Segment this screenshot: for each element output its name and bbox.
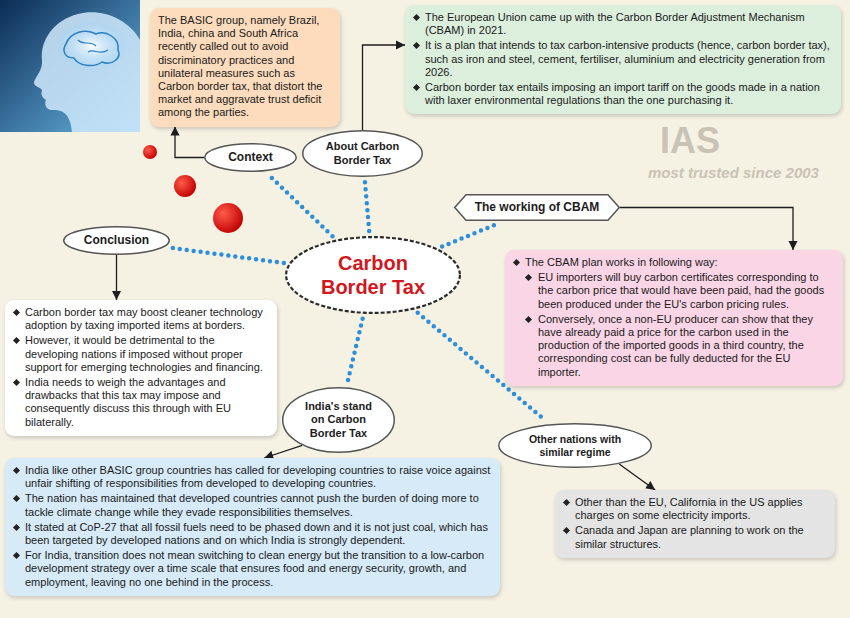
body-text: EU importers will buy carbon certificate… — [513, 271, 834, 311]
body-text: The CBAM plan works in following way: — [513, 256, 834, 269]
info-box: India like other BASIC group countries h… — [5, 458, 500, 596]
dotted-connector — [347, 319, 362, 383]
branch-label: Conclusion — [63, 226, 170, 255]
label-text: Carbon Border Tax — [313, 251, 433, 299]
info-box: Other than the EU, California in the US … — [555, 490, 835, 558]
info-box: Carbon border tax may boost cleaner tech… — [5, 300, 277, 436]
arrow-connector — [619, 464, 655, 490]
arrow-connector — [116, 255, 117, 300]
body-text: The BASIC group, namely Brazil, India, c… — [158, 14, 331, 120]
label-text: Context — [221, 150, 281, 164]
body-text: It stated at CoP-27 that all fossil fuel… — [13, 521, 491, 547]
body-text: Canada and Japan are planning to work on… — [563, 524, 826, 550]
body-text: Carbon border tax entails imposing an im… — [413, 81, 832, 107]
dotted-connector — [169, 248, 283, 263]
context-note: The BASIC group, namely Brazil, India, c… — [150, 8, 340, 127]
decor-dot — [174, 175, 196, 197]
info-box: The CBAM plan works in following way: EU … — [505, 250, 843, 386]
label-text: Other nations with similar regime — [523, 433, 627, 458]
decor-dot — [143, 145, 157, 159]
body-text: It is a plan that intends to tax carbon-… — [413, 39, 832, 79]
label-text: Conclusion — [82, 233, 152, 247]
dotted-connector — [365, 182, 369, 231]
info-box: The European Union came up with the Carb… — [405, 5, 841, 114]
branch-label: Context — [204, 143, 297, 172]
body-text: India like other BASIC group countries h… — [13, 464, 491, 490]
dotted-connector — [268, 175, 332, 236]
body-text: The nation has maintained that developed… — [13, 492, 491, 518]
label-text: India's stand on Carbon Border Tax — [302, 400, 376, 440]
body-text: Other than the EU, California in the US … — [563, 496, 826, 522]
body-text: However, it would be detrimental to the … — [13, 334, 268, 374]
watermark: IAS — [660, 120, 720, 162]
branch-label: Other nations with similar regime — [498, 423, 652, 468]
brain-illustration — [0, 0, 140, 132]
body-text: Carbon border tax may boost cleaner tech… — [13, 306, 268, 332]
central-topic: Carbon Border Tax — [285, 236, 461, 314]
branch-banner: The working of CBAM — [454, 194, 620, 221]
body-text: The European Union came up with the Carb… — [413, 11, 832, 37]
arrow-connector — [620, 208, 793, 251]
arrow-connector — [363, 45, 406, 130]
shape-outline — [285, 236, 461, 314]
decor-dot — [213, 203, 243, 233]
body-text: India needs to weigh the advantages and … — [13, 376, 268, 429]
watermark: most trusted since 2003 — [648, 164, 819, 181]
label-text: The working of CBAM — [471, 200, 603, 214]
dotted-connector — [442, 223, 499, 247]
branch-label: India's stand on Carbon Border Tax — [282, 387, 395, 453]
body-text: For India, transition does not mean swit… — [13, 549, 491, 589]
arrow-connector — [264, 445, 302, 458]
arrow-connector — [175, 127, 204, 158]
branch-label: About Carbon Border Tax — [302, 130, 423, 177]
body-text: Conversely, once a non-EU producer can s… — [513, 313, 834, 379]
label-text: About Carbon Border Tax — [323, 140, 403, 166]
